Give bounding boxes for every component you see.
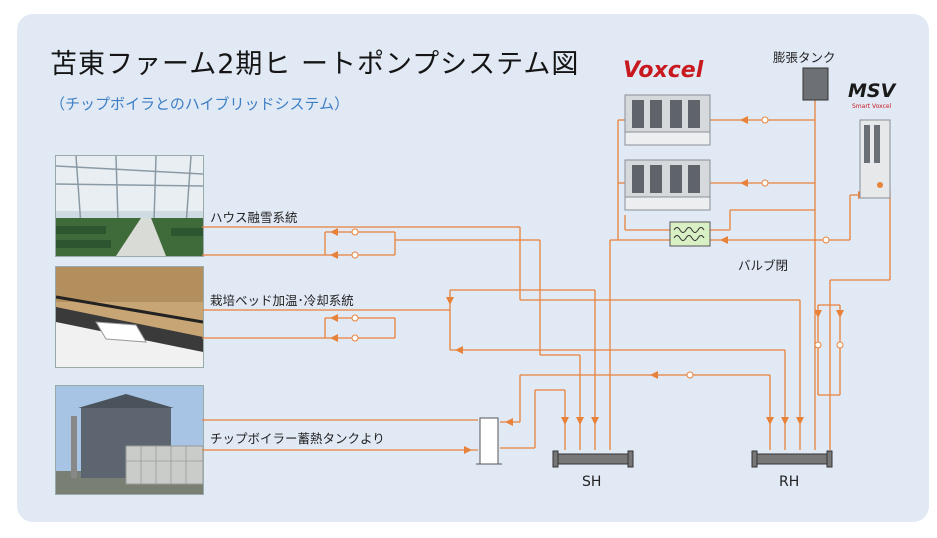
valve-icon (761, 116, 769, 124)
voxcel-unit-bottom (624, 159, 711, 211)
diagram-subtitle: （チップボイラとのハイブリッドシステム） (50, 95, 350, 113)
rh-label: RH (779, 474, 800, 490)
valve-icon (814, 341, 822, 349)
boiler-tank-label: チップボイラー蓄熱タンクより (210, 431, 385, 446)
bed-system-label: 栽培ベッド加温･冷却系統 (210, 293, 354, 308)
sh-label: SH (582, 474, 602, 490)
voxcel-unit-top (624, 94, 711, 146)
greenhouse-photo (55, 155, 204, 257)
valve-closed-label: バルブ閉 (738, 258, 789, 273)
boiler-building-photo (55, 385, 204, 495)
cultivation-bed-photo (55, 266, 204, 368)
sh-header (552, 450, 634, 468)
msv-sub-logo: Smart Voxcel (852, 103, 892, 110)
expansion-tank-label: 膨張タンク (773, 50, 836, 65)
storage-tank-icon (476, 417, 502, 465)
msv-logo: MSV (848, 80, 896, 102)
diagram-title: 苫東ファーム2期ヒ ートポンプシステム図 (50, 49, 580, 80)
valve-icon (836, 341, 844, 349)
valve-icon (351, 228, 359, 236)
valve-icon (686, 371, 694, 379)
valve-icon (351, 334, 359, 342)
valve-icon (351, 314, 359, 322)
valve-icon (761, 179, 769, 187)
rh-header (751, 450, 833, 468)
snow-melting-label: ハウス融雪系統 (210, 210, 298, 225)
closed-valve-icon (822, 236, 830, 244)
heat-exchanger-icon (669, 221, 711, 247)
expansion-tank-icon (802, 67, 829, 101)
voxcel-logo: Voxcel (623, 58, 704, 83)
valve-icon (351, 251, 359, 259)
msv-unit (859, 119, 891, 199)
